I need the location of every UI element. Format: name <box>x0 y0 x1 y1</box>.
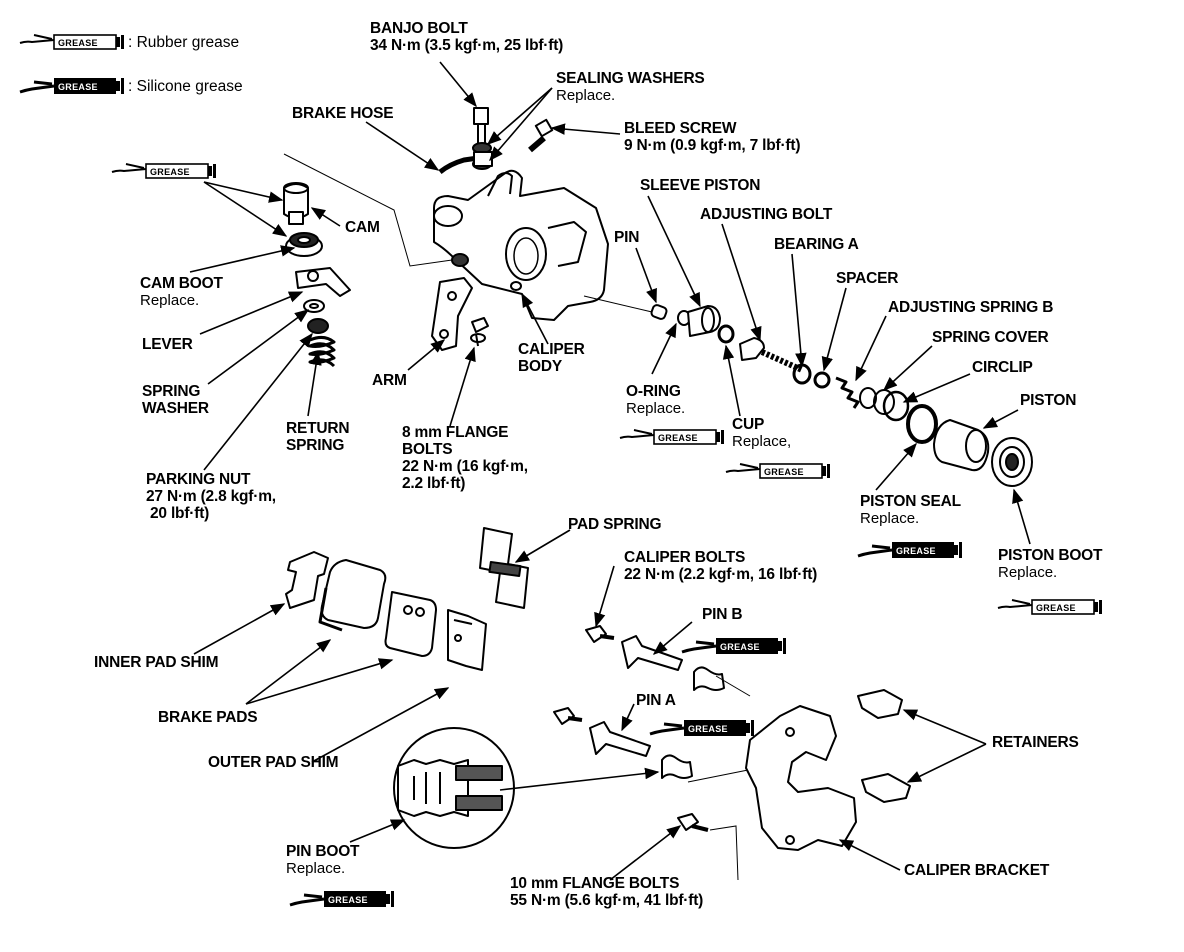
bleed-screw-part <box>528 118 554 153</box>
label-piston: PISTON <box>1020 392 1077 409</box>
cam-boot-part <box>285 232 323 257</box>
inner-pad-shim-part <box>285 551 329 609</box>
arm-part <box>431 277 473 351</box>
label-pin: PIN <box>614 229 640 246</box>
rubber-grease-icon <box>725 463 831 479</box>
legend-silicone-grease: : Silicone grease <box>128 78 243 95</box>
rubber-grease-icon <box>19 34 125 50</box>
brake-pads-part <box>318 559 437 657</box>
flange-bolt-10mm-part <box>677 813 709 832</box>
caliper-bolt-part <box>553 625 615 725</box>
label-cam-boot: CAM BOOT Replace. <box>140 275 223 309</box>
label-retainers: RETAINERS <box>992 734 1079 751</box>
retainers-part <box>857 689 911 803</box>
cam-part <box>283 182 309 225</box>
silicone-grease-icon <box>856 540 964 560</box>
pin-b-part <box>621 635 725 691</box>
label-adjusting-spring-b: ADJUSTING SPRING B <box>888 299 1054 316</box>
spring-washer-part <box>303 299 329 334</box>
label-bearing-a: BEARING A <box>774 236 859 253</box>
label-flange-bolts-8mm: 8 mm FLANGE BOLTS 22 N·m (16 kgf·m, 2.2 … <box>402 424 528 492</box>
label-brake-pads: BRAKE PADS <box>158 709 258 726</box>
label-inner-pad-shim: INNER PAD SHIM <box>94 654 219 671</box>
lever-part <box>295 267 351 297</box>
label-brake-hose: BRAKE HOSE <box>292 105 394 122</box>
pin-a-part <box>589 721 693 779</box>
label-o-ring: O-RING Replace. <box>626 383 686 417</box>
label-caliper-bolts: CALIPER BOLTS 22 N·m (2.2 kgf·m, 16 lbf·… <box>624 549 818 583</box>
label-banjo-bolt: BANJO BOLT 34 N·m (3.5 kgf·m, 25 lbf·ft) <box>370 20 564 54</box>
internal-parts-chain <box>650 304 1033 487</box>
leader-lines <box>189 61 1031 881</box>
label-lever: LEVER <box>142 336 193 353</box>
label-outer-pad-shim: OUTER PAD SHIM <box>208 754 339 771</box>
pin-boot-inset <box>393 727 515 849</box>
label-piston-boot: PISTON BOOT Replace. <box>998 547 1103 581</box>
outer-pad-shim-part <box>447 609 487 671</box>
label-caliper-bracket: CALIPER BRACKET <box>904 862 1050 879</box>
label-spacer: SPACER <box>836 270 899 287</box>
label-piston-seal: PISTON SEAL Replace. <box>860 493 961 527</box>
pad-spring-part <box>479 527 529 609</box>
label-pad-spring: PAD SPRING <box>568 516 662 533</box>
label-pin-b: PIN B <box>702 606 743 623</box>
label-arm: ARM <box>372 372 407 389</box>
legend-rubber-grease: : Rubber grease <box>128 34 240 51</box>
label-circlip: CIRCLIP <box>972 359 1033 376</box>
rubber-grease-icon <box>997 599 1103 615</box>
silicone-grease-icon <box>288 889 396 909</box>
label-pin-a: PIN A <box>636 692 676 709</box>
flange-bolt-8mm-part <box>470 317 489 347</box>
label-spring-cover: SPRING COVER <box>932 329 1049 346</box>
label-cup: CUP Replace, <box>732 416 792 450</box>
label-cam: CAM <box>345 219 380 236</box>
label-spring-washer: SPRING WASHER <box>142 383 209 417</box>
label-sleeve-piston: SLEEVE PISTON <box>640 177 761 194</box>
rubber-grease-icon <box>111 163 217 179</box>
caliper-bracket-part <box>745 705 857 851</box>
rubber-grease-icon <box>619 429 725 445</box>
label-flange-bolts-10mm: 10 mm FLANGE BOLTS 55 N·m (5.6 kgf·m, 41… <box>510 875 704 909</box>
label-pin-boot: PIN BOOT Replace. <box>286 843 360 877</box>
silicone-grease-icon <box>18 76 126 96</box>
silicone-grease-icon <box>680 636 788 656</box>
label-bleed-screw: BLEED SCREW 9 N·m (0.9 kgf·m, 7 lbf·ft) <box>624 120 801 154</box>
label-return-spring: RETURN SPRING <box>286 420 350 454</box>
label-sealing-washers: SEALING WASHERS Replace. <box>556 70 705 104</box>
label-adjusting-bolt: ADJUSTING BOLT <box>700 206 833 223</box>
label-parking-nut: PARKING NUT 27 N·m (2.8 kgf·m, 20 lbf·ft… <box>146 471 276 522</box>
caliper-body-part <box>433 169 609 321</box>
silicone-grease-icon <box>648 718 756 738</box>
label-caliper-body: CALIPER BODY <box>518 341 585 375</box>
return-spring-part <box>308 335 336 368</box>
